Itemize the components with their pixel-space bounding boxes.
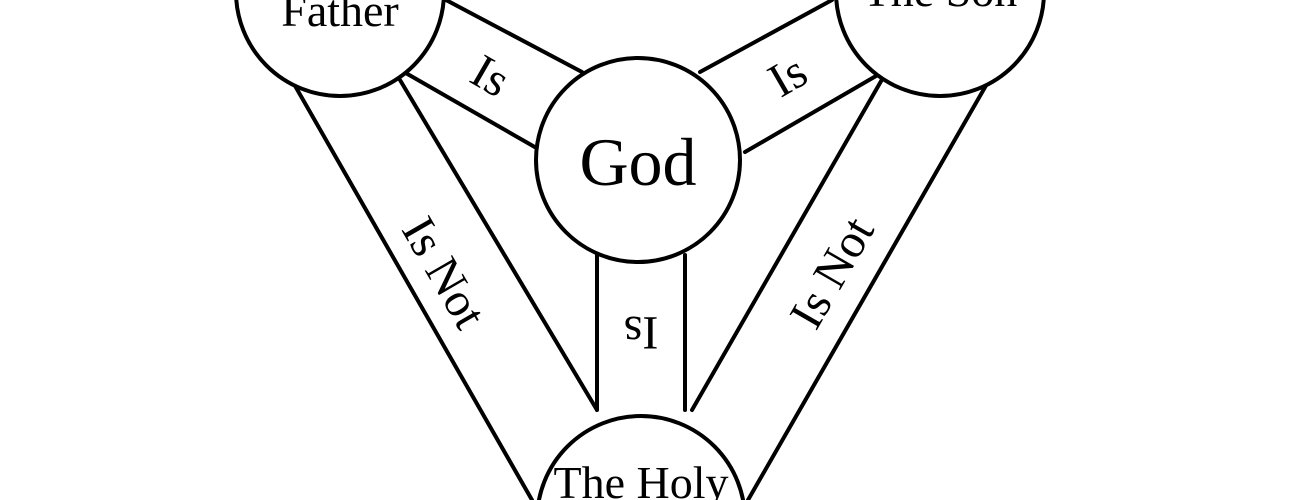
label-god-spirit: Is — [624, 306, 659, 359]
node-spirit: The Holy — [536, 414, 746, 500]
band-god-spirit: Is — [595, 240, 687, 420]
node-father: Father — [234, 0, 446, 98]
label-son: The Son — [863, 0, 1018, 16]
band-father-god: Is — [402, 0, 584, 152]
node-god: God — [534, 56, 742, 264]
band-father-spirit: Is Not — [292, 78, 610, 500]
label-god: God — [579, 124, 696, 200]
band-son-god: Is — [698, 0, 878, 154]
label-father: Father — [281, 0, 399, 36]
node-son: The Son — [834, 0, 1046, 98]
label-spirit: The Holy — [553, 457, 728, 500]
